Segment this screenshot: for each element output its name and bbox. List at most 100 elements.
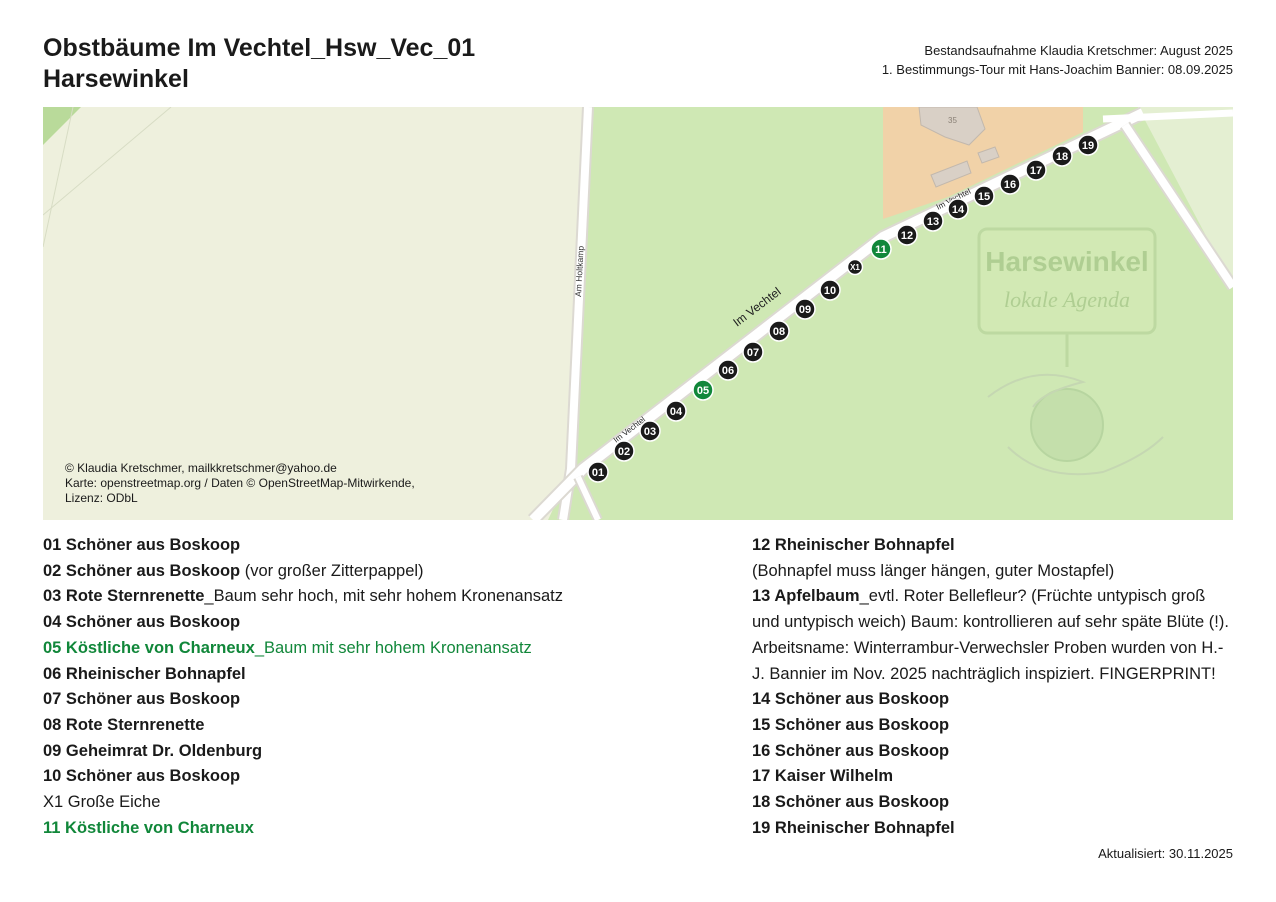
tree-legend-left: 01 Schöner aus Boskoop 02 Schöner aus Bos… — [43, 533, 703, 841]
map-canvas: 35 Am Holtkamp Im Vechtel Im Vechtel Im … — [43, 107, 1233, 520]
tree-marker-16[interactable]: 16 — [999, 173, 1021, 195]
title-line-1: Obstbäume Im Vechtel_Hsw_Vec_01 — [43, 34, 476, 62]
legend-item: 10 Schöner aus Boskoop — [43, 764, 703, 790]
legend-item-name: 08 Rote Sternrenette — [43, 715, 205, 734]
tree-marker-02[interactable]: 02 — [613, 440, 635, 462]
legend-item: 03 Rote Sternrenette_Baum sehr hoch, mit… — [43, 584, 703, 610]
tree-marker-dot — [742, 341, 764, 363]
legend-item-name: 09 Geheimrat Dr. Oldenburg — [43, 741, 263, 760]
map-attribution: © Klaudia Kretschmer, mailkkretschmer@ya… — [65, 461, 415, 506]
legend-item: X1 Große Eiche — [43, 790, 703, 816]
tree-marker-19[interactable]: 19 — [1077, 134, 1099, 156]
tree-marker-dot — [1025, 159, 1047, 181]
hand-icon — [987, 373, 1087, 408]
tree-marker-17[interactable]: 17 — [1025, 159, 1047, 181]
tree-marker-04[interactable]: 04 — [665, 400, 687, 422]
attribution-source: Karte: openstreetmap.org / Daten © OpenS… — [65, 476, 415, 490]
tree-marker-dot — [717, 359, 739, 381]
legend-item-13-name: 13 Apfelbaum — [752, 587, 860, 606]
tree-marker-label: 11 — [875, 244, 887, 256]
building-3 — [977, 146, 1000, 164]
tree-marker-dot — [639, 420, 661, 442]
tree-marker-dot — [587, 461, 609, 483]
tree-marker-12[interactable]: 12 — [896, 224, 918, 246]
tree-marker-label: 15 — [978, 191, 990, 203]
legend-item-13: 13 Apfelbaum_evtl. Roter Bellefleur? (Fr… — [752, 584, 1232, 687]
tree-marker-dot — [973, 185, 995, 207]
tree-marker-label: 12 — [901, 230, 913, 242]
legend-item-name: 02 Schöner aus Boskoop — [43, 561, 241, 580]
logo-frame — [977, 227, 1157, 335]
tree-marker-dot — [794, 298, 816, 320]
tree-marker-label: 02 — [618, 446, 630, 458]
legend-item: 16 Schöner aus Boskoop — [752, 741, 950, 760]
page-title: Obstbäume Im Vechtel_Hsw_Vec_01 Harsewin… — [43, 33, 475, 95]
legend-item: 08 Rote Sternrenette — [43, 713, 703, 739]
legend-item: 18 Schöner aus Boskoop — [752, 793, 950, 812]
street-label-am-holtkamp: Am Holtkamp — [573, 245, 586, 297]
tree-marker-label: 05 — [697, 385, 709, 397]
tree-marker-dot — [999, 173, 1021, 195]
tree-marker-x1[interactable]: X1 — [846, 258, 864, 276]
tree-marker-11[interactable]: 11 — [870, 238, 892, 260]
legend-item-name: 03 Rote Sternrenette — [43, 587, 205, 606]
tour-date: 1. Bestimmungs-Tour mit Hans-Joachim Ban… — [881, 62, 1233, 77]
tree-marker-label: 17 — [1030, 165, 1042, 177]
tree-marker-dot — [947, 198, 969, 220]
globe-icon — [1030, 388, 1104, 462]
legend-item: 07 Schöner aus Boskoop — [43, 687, 703, 713]
logo-subtext: lokale Agenda — [1004, 287, 1130, 312]
legend-item-note: _Baum sehr hoch, mit sehr hohem Kronenan… — [204, 587, 563, 606]
legend-item-note: (vor großer Zitterpappel) — [240, 561, 424, 580]
title-line-2: Harsewinkel — [43, 65, 189, 93]
tree-marker-09[interactable]: 09 — [794, 298, 816, 320]
legend-item-13-note: _evtl. Roter Bellefleur? (Früchte untypi… — [752, 587, 1229, 683]
tree-marker-05[interactable]: 05 — [692, 379, 714, 401]
tree-marker-10[interactable]: 10 — [819, 279, 841, 301]
tree-marker-18[interactable]: 18 — [1051, 145, 1073, 167]
legend-item-name: 05 Köstliche von Charneux — [43, 638, 255, 657]
tree-marker-dot — [870, 238, 892, 260]
tree-marker-label: 06 — [722, 365, 734, 377]
tree-marker-dot — [896, 224, 918, 246]
tree-marker-label: 16 — [1004, 179, 1016, 191]
tree-marker-08[interactable]: 08 — [768, 320, 790, 342]
legend-item-12-note: (Bohnapfel muss länger hängen, guter Mos… — [752, 561, 1115, 580]
house-number: 35 — [948, 116, 957, 125]
legend-item: 11 Köstliche von Charneux — [43, 816, 703, 842]
tree-marker-dot — [613, 440, 635, 462]
survey-info: Bestandsaufnahme Klaudia Kretschmer: Aug… — [882, 41, 1233, 79]
tree-marker-14[interactable]: 14 — [947, 198, 969, 220]
tree-legend-right: 12 Rheinischer Bohnapfel (Bohnapfel muss… — [752, 533, 1232, 841]
tree-marker-label: X1 — [850, 263, 860, 272]
road-am-holtkamp[interactable] — [559, 107, 592, 520]
hand-icon-2 — [1007, 436, 1164, 476]
building — [918, 107, 986, 146]
tree-marker-label: 18 — [1056, 151, 1068, 163]
road-branch[interactable] — [1121, 122, 1233, 290]
tree-marker-dot — [768, 320, 790, 342]
legend-item-note: _Baum mit sehr hohem Kronenansatz — [254, 638, 532, 657]
tree-marker-01[interactable]: 01 — [587, 461, 609, 483]
tree-marker-15[interactable]: 15 — [973, 185, 995, 207]
tree-marker-label: 08 — [773, 326, 785, 338]
survey-date: Bestandsaufnahme Klaudia Kretschmer: Aug… — [924, 43, 1233, 58]
tree-marker-06[interactable]: 06 — [717, 359, 739, 381]
map[interactable]: 35 Am Holtkamp Im Vechtel Im Vechtel Im … — [43, 107, 1233, 520]
tree-marker-03[interactable]: 03 — [639, 420, 661, 442]
tree-markers: 01 02 03 04 05 06 07 08 09 10 X1 11 12 13 14 15 16 17 18 19 — [587, 134, 1099, 483]
legend-item: 01 Schöner aus Boskoop — [43, 533, 703, 559]
tree-marker-label: 04 — [670, 406, 683, 418]
legend-item: 17 Kaiser Wilhelm — [752, 767, 894, 786]
tree-marker-dot — [665, 400, 687, 422]
tree-marker-13[interactable]: 13 — [922, 210, 944, 232]
legend-item: 04 Schöner aus Boskoop — [43, 610, 703, 636]
road-top[interactable] — [1102, 109, 1233, 123]
legend-item: 15 Schöner aus Boskoop — [752, 715, 950, 734]
legend-item-note: X1 Große Eiche — [43, 793, 161, 812]
tree-marker-label: 10 — [824, 285, 836, 297]
road-stub[interactable] — [575, 475, 601, 520]
tree-marker-07[interactable]: 07 — [742, 341, 764, 363]
tree-marker-label: 14 — [952, 204, 965, 216]
meadow-corner — [43, 107, 81, 145]
